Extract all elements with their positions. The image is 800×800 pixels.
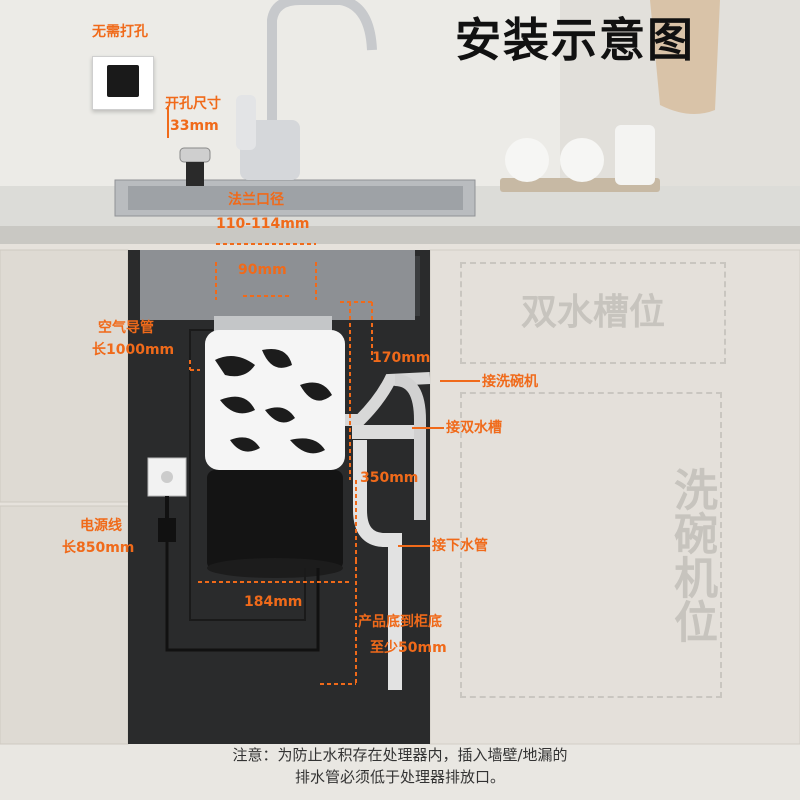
touch-button-icon bbox=[107, 65, 139, 97]
air-tube-title: 空气导管 bbox=[98, 320, 154, 336]
height-170-label: 170mm bbox=[372, 350, 431, 366]
wireless-switch bbox=[92, 56, 154, 110]
inner-width-label: 90mm bbox=[238, 262, 287, 278]
flange-value: 110-114mm bbox=[216, 216, 310, 232]
width-184-label: 184mm bbox=[244, 594, 303, 610]
no-drill-label: 无需打孔 bbox=[92, 24, 148, 40]
air-tube-value: 长1000mm bbox=[92, 342, 175, 358]
bottom-clearance-value: 至少50mm bbox=[370, 640, 447, 656]
hole-size-value: 33mm bbox=[170, 118, 219, 134]
warning-note: 注意：为防止水积存在处理器内，插入墙壁/地漏的 排水管必须低于处理器排放口。 bbox=[0, 744, 800, 788]
bottom-clearance-title: 产品底到柜底 bbox=[358, 614, 442, 630]
to-dishwasher-label: 接洗碗机 bbox=[482, 374, 538, 390]
hole-size-title: 开孔尺寸 bbox=[165, 96, 221, 112]
flange-title: 法兰口径 bbox=[228, 192, 284, 208]
note-line-1: 注意：为防止水积存在处理器内，插入墙壁/地漏的 bbox=[232, 746, 568, 764]
dishwasher-zone: 洗碗机位 bbox=[460, 392, 722, 698]
power-cord-value: 长850mm bbox=[62, 540, 135, 556]
double-sink-zone: 双水槽位 bbox=[460, 262, 726, 364]
note-line-2: 排水管必须低于处理器排放口。 bbox=[294, 768, 505, 786]
power-cord-title: 电源线 bbox=[80, 518, 122, 534]
height-350-label: 350mm bbox=[360, 470, 419, 486]
page-title: 安装示意图 bbox=[455, 13, 695, 67]
